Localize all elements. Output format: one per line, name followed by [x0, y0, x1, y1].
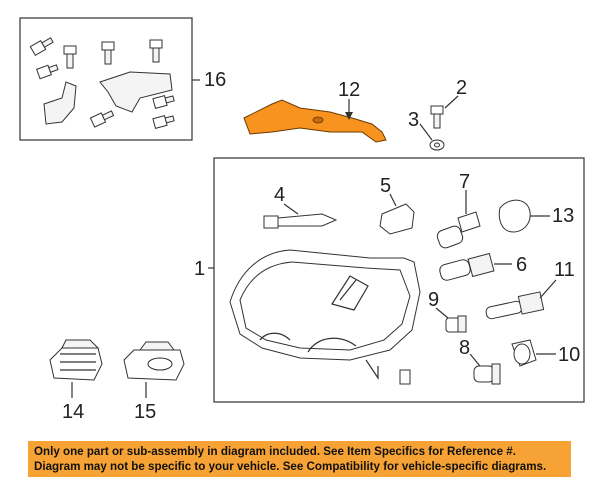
hardware-kit-frame	[19, 17, 193, 141]
callout-9: 9	[428, 289, 439, 311]
module-15	[123, 341, 185, 381]
callout-11: 11	[554, 259, 575, 281]
socket-10	[511, 339, 537, 367]
callout-15: 15	[134, 401, 156, 423]
control-module-5	[379, 203, 415, 235]
wiring-harness-4	[263, 213, 338, 229]
callout-3: 3	[408, 109, 419, 131]
headlamp-housing	[229, 249, 421, 380]
callout-16: 16	[204, 69, 226, 91]
callout-leader-8	[469, 353, 481, 367]
small-clip	[399, 369, 411, 385]
callout-7: 7	[459, 171, 470, 193]
callout-1: 1	[194, 258, 205, 280]
callout-13: 13	[552, 205, 574, 227]
bracket-hole	[312, 116, 324, 124]
compatibility-notice: Only one part or sub-assembly in diagram…	[28, 441, 571, 477]
callout-2: 2	[456, 77, 467, 99]
callout-10: 10	[558, 344, 580, 366]
callout-leader-5	[389, 193, 397, 207]
callout-leader-9	[435, 307, 449, 319]
callout-leader-11	[539, 279, 557, 299]
headlamp-assembly-frame	[213, 157, 585, 403]
hardware-bolts	[29, 37, 175, 129]
notice-line-1: Only one part or sub-assembly in diagram…	[34, 445, 516, 458]
hardware-brackets	[43, 71, 173, 125]
bulb-6	[439, 252, 495, 281]
callout-arrow-12	[345, 112, 353, 120]
callout-6: 6	[516, 254, 527, 276]
callout-leader-4	[283, 203, 299, 215]
callout-leader-3	[419, 123, 433, 141]
bulb-11	[485, 291, 545, 320]
bolt-2-shank	[433, 113, 441, 129]
bulb-8	[473, 363, 501, 385]
module-14	[49, 339, 103, 381]
callout-5: 5	[380, 175, 391, 197]
notice-line-2: Diagram may not be specific to your vehi…	[34, 460, 547, 473]
callout-14: 14	[62, 401, 84, 423]
bulb-9	[445, 315, 467, 333]
bulb-7	[436, 211, 481, 249]
washer-3-hole	[434, 142, 440, 148]
callout-8: 8	[459, 337, 470, 359]
callout-12: 12	[338, 79, 360, 101]
bolt-2	[430, 105, 444, 115]
callout-leader-2	[444, 95, 459, 109]
socket-13	[498, 199, 531, 233]
callout-4: 4	[274, 184, 285, 206]
